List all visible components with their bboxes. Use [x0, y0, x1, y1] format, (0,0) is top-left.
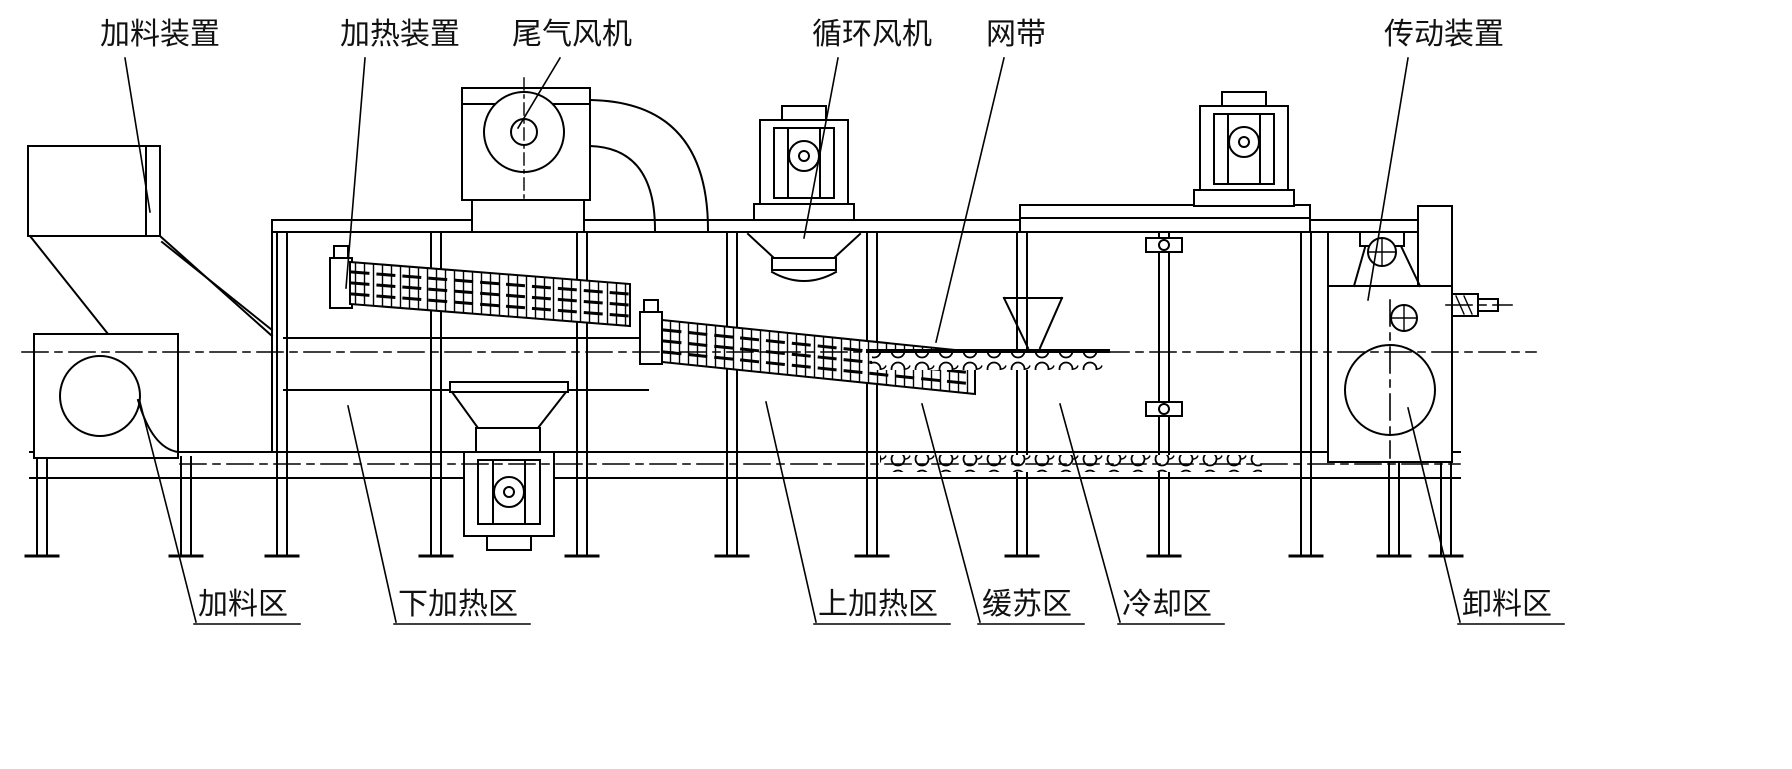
- label-transmission-device: 传动装置: [1384, 17, 1504, 52]
- label-exhaust-fan: 尾气风机: [512, 17, 632, 52]
- circulation-fan-2: [1193, 91, 1295, 207]
- mesh-belt-upper: [866, 296, 1110, 370]
- label-mesh-belt: 网带: [986, 17, 1046, 52]
- label-tempering-zone: 缓苏区: [982, 587, 1072, 622]
- circulation-fan-1: [746, 105, 862, 282]
- label-lower-heating-zone: 下加热区: [398, 587, 518, 622]
- exhaust-fan-assembly: [461, 77, 710, 233]
- label-circulation-fan: 循环风机: [812, 17, 932, 52]
- label-discharge-zone: 卸料区: [1462, 587, 1552, 622]
- label-cooling-zone: 冷却区: [1122, 587, 1212, 622]
- lower-fan-assembly: [449, 381, 569, 551]
- cooling-divider: [1145, 237, 1183, 417]
- feed-fan-housing: [33, 333, 180, 459]
- feeding-device-hopper: [27, 145, 274, 338]
- mesh-belt-lower: [880, 455, 1262, 472]
- base-frame: [29, 451, 1461, 479]
- label-feeding-device: 加料装置: [100, 17, 220, 52]
- heating-drum-lower: [329, 245, 631, 328]
- labels-top: 加料装置 加热装置 尾气风机 循环风机 网带 传动装置: [100, 17, 1504, 52]
- leader-lines-top: [124, 56, 1409, 343]
- labels-bottom: 加料区 下加热区 上加热区 缓苏区 冷却区 卸料区: [198, 587, 1552, 622]
- label-heating-device: 加热装置: [340, 17, 460, 52]
- centerlines: [21, 299, 1537, 465]
- drive-assembly: [1327, 205, 1499, 463]
- label-feeding-zone: 加料区: [198, 587, 288, 622]
- leader-lines-bottom: [139, 401, 1565, 625]
- label-upper-heating-zone: 上加热区: [818, 587, 938, 622]
- support-legs: [24, 230, 1464, 558]
- heating-drum-upper: [639, 299, 976, 396]
- tunnel-shell: [271, 204, 1449, 453]
